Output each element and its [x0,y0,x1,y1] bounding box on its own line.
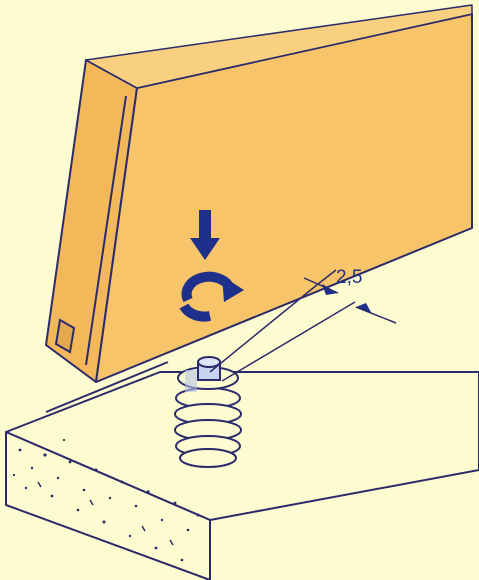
panel-worktop-gap-line [45,361,169,413]
insert-thread-5 [179,448,237,468]
rotate-clockwise-icon [179,271,244,322]
dimension-extension-line-lower [221,301,356,382]
wooden-panel [45,4,473,383]
worktop-front-edge [5,431,211,580]
insert-pin-top [197,356,221,368]
dimension-extension-top [317,269,337,285]
worktop-texture [12,438,200,562]
panel-notch [54,318,76,354]
panel-groove-line [85,95,127,366]
worktop-slab [5,371,479,580]
threaded-insert [174,356,242,468]
dimension-extension-line-upper [209,283,319,373]
dimension-annotation: 2,5 [209,267,397,382]
panel-top-edge [85,4,473,89]
down-arrow-icon [190,210,220,260]
dimension-value-label: 2,5 [336,267,362,288]
